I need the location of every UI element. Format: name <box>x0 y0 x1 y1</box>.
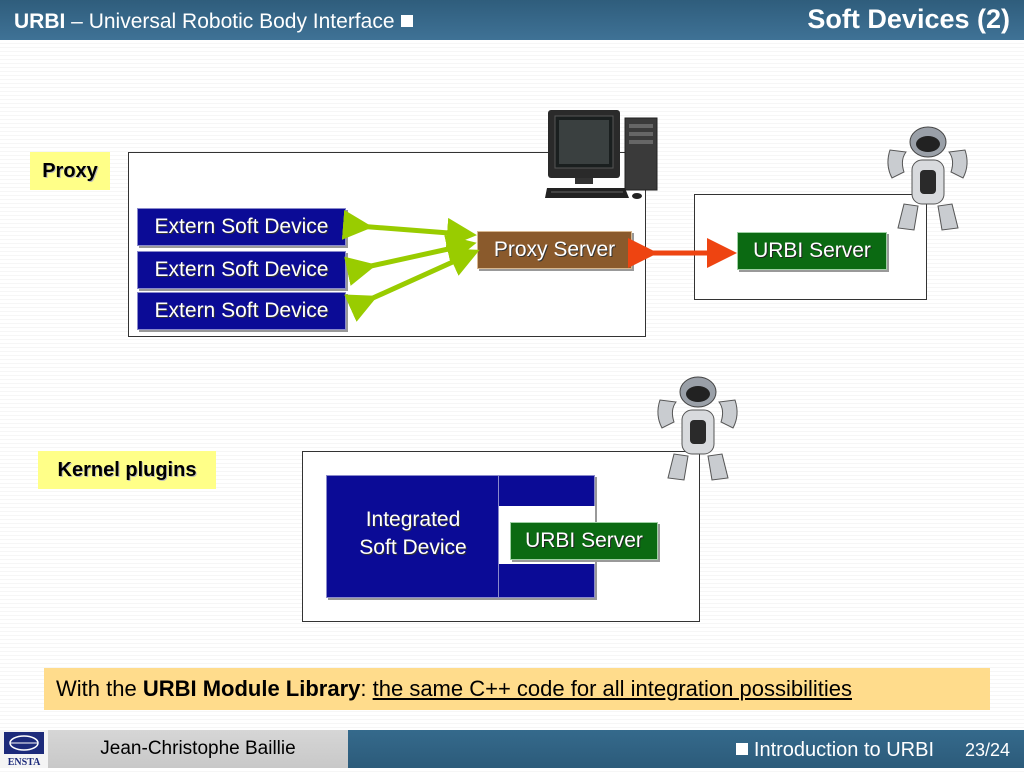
note-prefix: With the <box>56 676 143 701</box>
extern-soft-device-1: Extern Soft Device <box>137 208 346 246</box>
proxy-tag: Proxy <box>30 152 110 190</box>
proxy-server-box: Proxy Server <box>477 231 632 269</box>
integrated-line2: Soft Device <box>359 536 467 559</box>
subtitle-bold: URBI <box>14 10 66 33</box>
robot-dog-icon-2 <box>657 376 738 481</box>
box-divider <box>498 476 499 597</box>
extern-soft-device-3: Extern Soft Device <box>137 292 346 330</box>
slide-title: Soft Devices (2) <box>807 4 1010 34</box>
note-bold: URBI Module Library <box>142 676 361 701</box>
robot-dog-icon <box>887 126 968 231</box>
note-underlined: the same C++ code for all integration po… <box>372 676 852 701</box>
page-number: 23/24 <box>964 740 1010 760</box>
author-name: Jean-Christophe Baillie <box>48 730 348 768</box>
footer-topic: Introduction to URBI <box>735 739 934 762</box>
square-bullet-icon <box>400 15 413 27</box>
topic-label: Introduction to URBI <box>753 739 934 761</box>
square-bullet-icon <box>735 743 748 755</box>
integrated-soft-device-label: Integrated Soft Device <box>327 506 499 562</box>
ensta-logo: ENSTA <box>0 730 48 768</box>
extern-soft-device-2: Extern Soft Device <box>137 251 346 289</box>
double-arrow-green-3 <box>344 248 480 322</box>
kernel-plugins-tag: Kernel plugins <box>38 451 216 489</box>
urbi-server-box-proxy: URBI Server <box>737 232 887 270</box>
urbi-server-box-kernel: URBI Server <box>510 522 658 560</box>
slide-footer: ENSTA Jean-Christophe Baillie Introducti… <box>0 730 1024 768</box>
slide-subtitle: URBI – Universal Robotic Body Interface <box>14 10 413 34</box>
integrated-line1: Integrated <box>365 508 461 531</box>
slide-header: URBI – Universal Robotic Body Interface … <box>0 0 1024 40</box>
module-library-note: With the URBI Module Library: the same C… <box>44 668 990 710</box>
double-arrow-green-1 <box>341 209 477 248</box>
footer-bar: Introduction to URBI 23/24 <box>348 730 1024 768</box>
computer-icon <box>545 110 658 199</box>
subtitle-rest: – Universal Robotic Body Interface <box>65 10 395 33</box>
svg-text:ENSTA: ENSTA <box>8 757 41 768</box>
note-colon: : <box>360 676 373 701</box>
